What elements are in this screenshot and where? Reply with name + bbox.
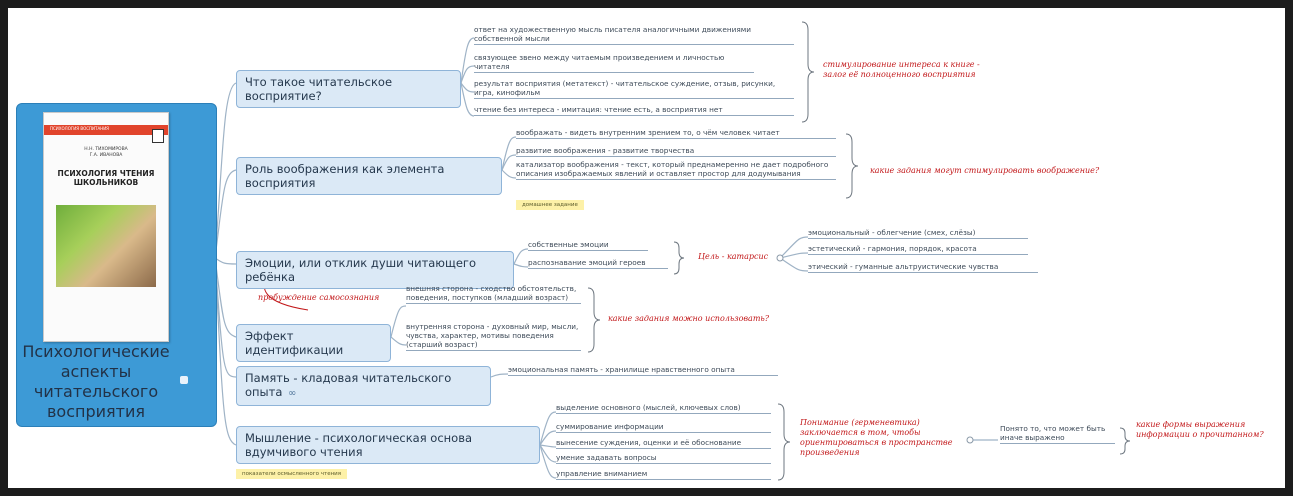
leaf-item[interactable]: суммирование информации — [556, 422, 771, 433]
note-hermeneutics: Понимание (герменевтика) заключается в т… — [800, 418, 953, 457]
book-title: ПСИХОЛОГИЯ ЧТЕНИЯ ШКОЛЬНИКОВ — [57, 169, 155, 187]
leaf-item[interactable]: катализатор воображения - текст, который… — [516, 160, 836, 180]
leaf-item[interactable]: чтение без интереса - имитация: чтение е… — [474, 105, 794, 116]
book-cover-image: ПСИХОЛОГИЯ ВОСПИТАНИЯ Н.Н. ТИХОМИРОВА Г.… — [43, 112, 169, 342]
topic-memory-label: Память - кладовая читательского опыта — [245, 371, 452, 399]
topic-identification[interactable]: Эффект идентификации — [236, 324, 391, 362]
leaf-item[interactable]: развитие воображения - развитие творчест… — [516, 146, 836, 157]
topic-reading-perception[interactable]: Что такое читательское восприятие? — [236, 70, 461, 108]
book-photo — [56, 205, 156, 287]
homework-tag: домашнее задание — [516, 200, 584, 210]
topic-emotions[interactable]: Эмоции, или отклик души читающего ребёнк… — [236, 251, 514, 289]
leaf-item[interactable]: Понято то, что может быть иначе выражено — [1000, 424, 1115, 444]
leaf-item[interactable]: управление вниманием — [556, 469, 771, 480]
leaf-item[interactable]: внутренняя сторона - духовный мир, мысли… — [406, 322, 581, 351]
leaf-item[interactable]: воображать - видеть внутренним зрением т… — [516, 128, 836, 139]
link-icon[interactable]: ∞ — [288, 388, 297, 399]
note-expression-forms: какие формы выражения информации о прочи… — [1136, 420, 1264, 439]
note-icon[interactable] — [180, 376, 188, 384]
leaf-item[interactable]: этический - гуманные альтруистические чу… — [808, 262, 1038, 273]
central-topic[interactable]: ПСИХОЛОГИЯ ВОСПИТАНИЯ Н.Н. ТИХОМИРОВА Г.… — [16, 103, 217, 427]
leaf-item[interactable]: эстетический - гармония, порядок, красот… — [808, 244, 1028, 255]
reading-indicators-tag: показатели осмысленного чтения — [236, 469, 348, 479]
leaf-item[interactable]: выделение основного (мыслей, ключевых сл… — [556, 403, 771, 414]
book-series-band: ПСИХОЛОГИЯ ВОСПИТАНИЯ — [44, 125, 168, 135]
central-title: Психологические аспекты читательского во… — [22, 342, 170, 421]
leaf-item[interactable]: вынесение суждения, оценки и её обоснова… — [556, 438, 771, 449]
note-imagination: какие задания могут стимулировать вообра… — [870, 166, 1100, 175]
connector-lines — [214, 21, 1131, 481]
topic-imagination[interactable]: Роль воображения как элемента восприятия — [236, 157, 502, 195]
topic-thinking[interactable]: Мышление - психологическая основа вдумчи… — [236, 426, 540, 464]
note-catharsis: Цель - катарсис — [698, 252, 769, 261]
leaf-item[interactable]: собственные эмоции — [528, 240, 648, 251]
leaf-item[interactable]: умение задавать вопросы — [556, 453, 771, 464]
leaf-item[interactable]: ответ на художественную мысль писателя а… — [474, 25, 794, 45]
publisher-logo-icon — [152, 129, 164, 143]
leaf-item[interactable]: эмоциональный - облегчение (смех, слёзы) — [808, 228, 1028, 239]
book-authors: Н.Н. ТИХОМИРОВА Г.А. ИВАНОВА — [84, 147, 128, 158]
leaf-item[interactable]: распознавание эмоций героев — [528, 258, 668, 269]
leaf-item[interactable]: связующее звено между читаемым произведе… — [474, 53, 754, 73]
leaf-item[interactable]: результат восприятия (метатекст) - читат… — [474, 79, 794, 99]
note-identification-tasks: какие задания можно использовать? — [608, 314, 770, 323]
topic-memory[interactable]: Память - кладовая читательского опыта ∞ — [236, 366, 491, 406]
leaf-item[interactable]: эмоциональная память - хранилище нравств… — [508, 365, 778, 376]
mindmap-canvas: ПСИХОЛОГИЯ ВОСПИТАНИЯ Н.Н. ТИХОМИРОВА Г.… — [8, 8, 1285, 488]
note-interest: стимулирование интереса к книге - залог … — [823, 60, 980, 79]
leaf-item[interactable]: внешняя сторона - сходство обстоятельств… — [406, 284, 581, 304]
note-self-awareness: пробуждение самосознания — [258, 293, 380, 302]
